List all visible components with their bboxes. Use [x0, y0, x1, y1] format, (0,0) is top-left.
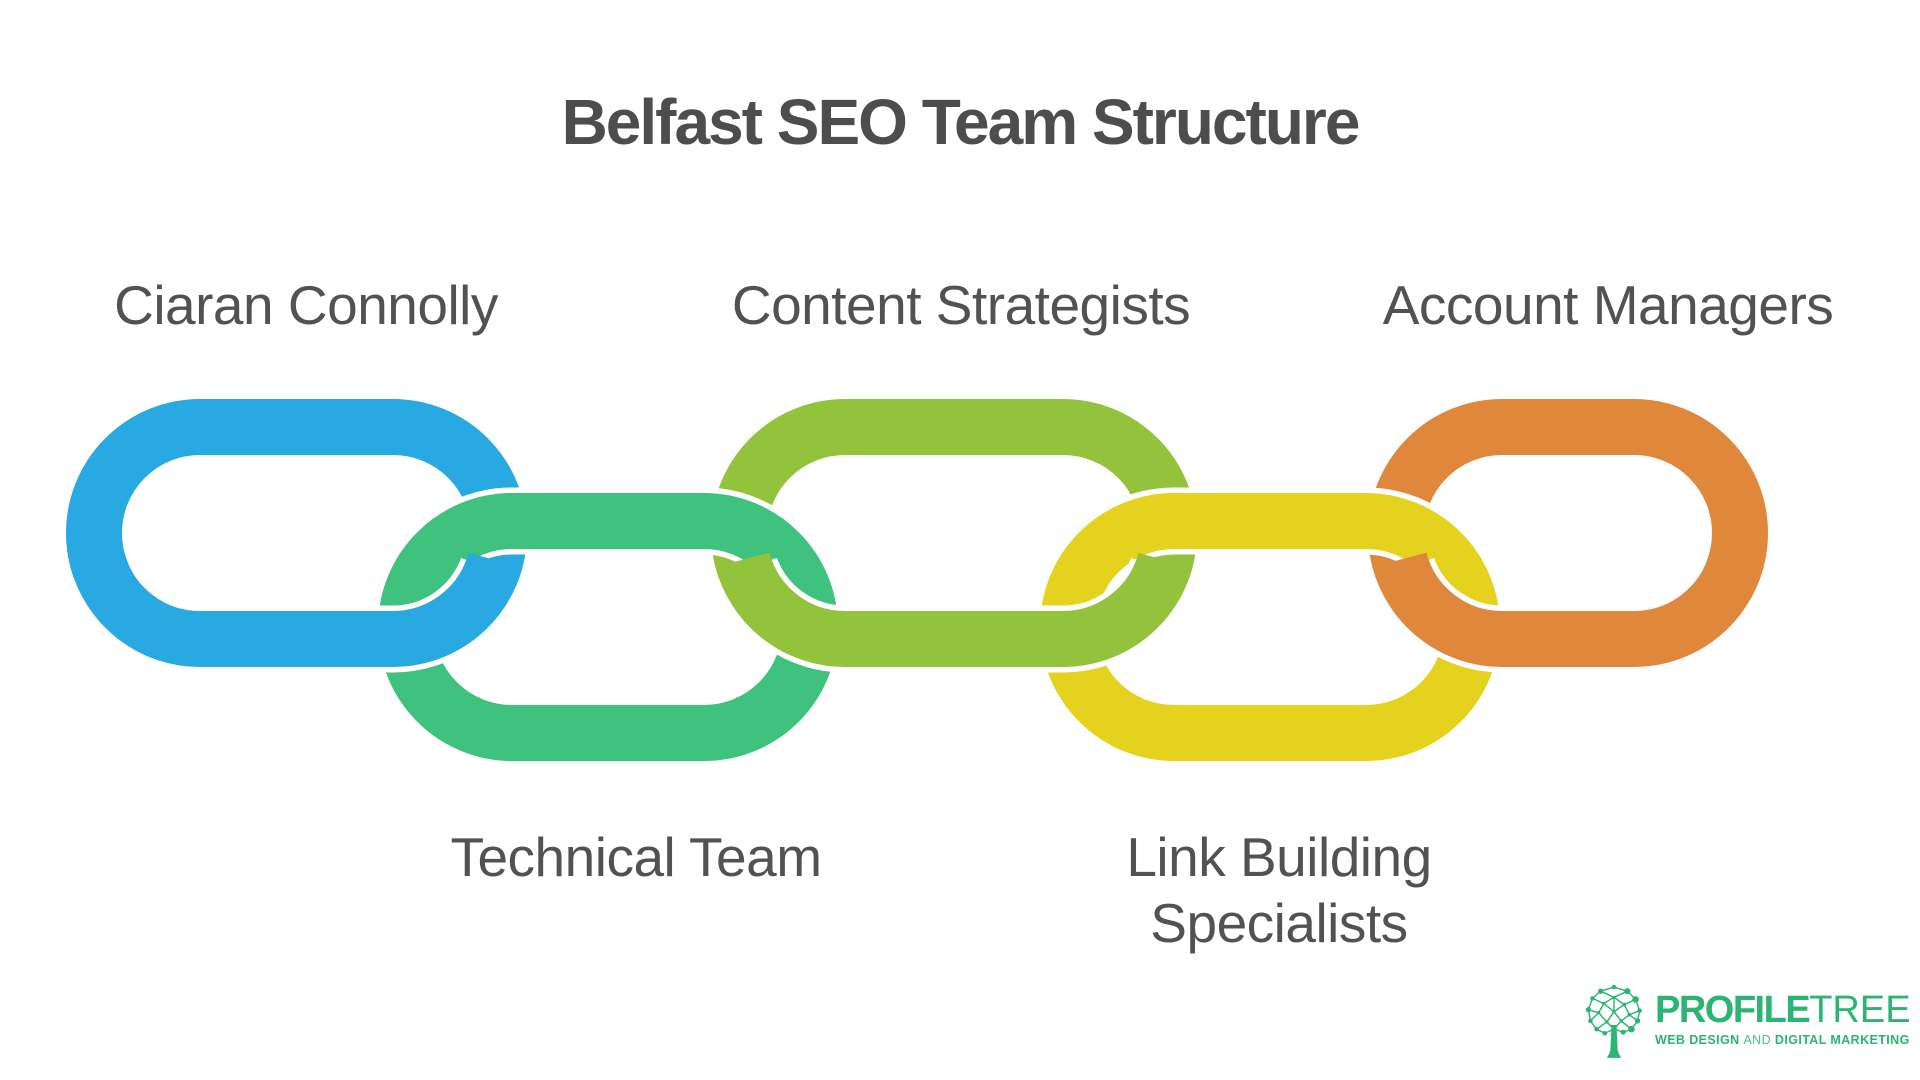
profiletree-tree-icon [1585, 984, 1642, 1058]
profiletree-logo-text: PROFILETREE WEB DESIGN AND DIGITAL MARKE… [1655, 984, 1911, 1047]
chain-link-account-managers-bottom [1368, 399, 1768, 667]
profiletree-wordmark-bold: PROFILE [1655, 989, 1811, 1031]
profiletree-tagline: WEB DESIGN AND DIGITAL MARKETING [1655, 1033, 1911, 1047]
member-label-link-building-specialists: Link Building Specialists [1126, 826, 1432, 954]
profiletree-logo: PROFILETREE WEB DESIGN AND DIGITAL MARKE… [1583, 984, 1911, 1064]
tagline-and: AND [1743, 1033, 1772, 1047]
member-label-content-strategists: Content Strategists [731, 274, 1191, 336]
profiletree-wordmark-light: TREE [1809, 989, 1911, 1031]
member-label-account-managers: Account Managers [1382, 274, 1834, 336]
member-label-technical-team: Technical Team [450, 826, 822, 888]
chain-link-content-strategists-bottom [711, 399, 1197, 667]
profiletree-wordmark: PROFILETREE [1655, 990, 1911, 1030]
member-label-ciaran-connolly: Ciaran Connolly [114, 274, 498, 336]
page-title: Belfast SEO Team Structure [561, 86, 1361, 158]
tagline-web-design: WEB DESIGN [1655, 1033, 1740, 1047]
chain-link-ciaran-connolly-bottom [66, 399, 527, 667]
tagline-digital-marketing: DIGITAL MARKETING [1774, 1033, 1910, 1047]
